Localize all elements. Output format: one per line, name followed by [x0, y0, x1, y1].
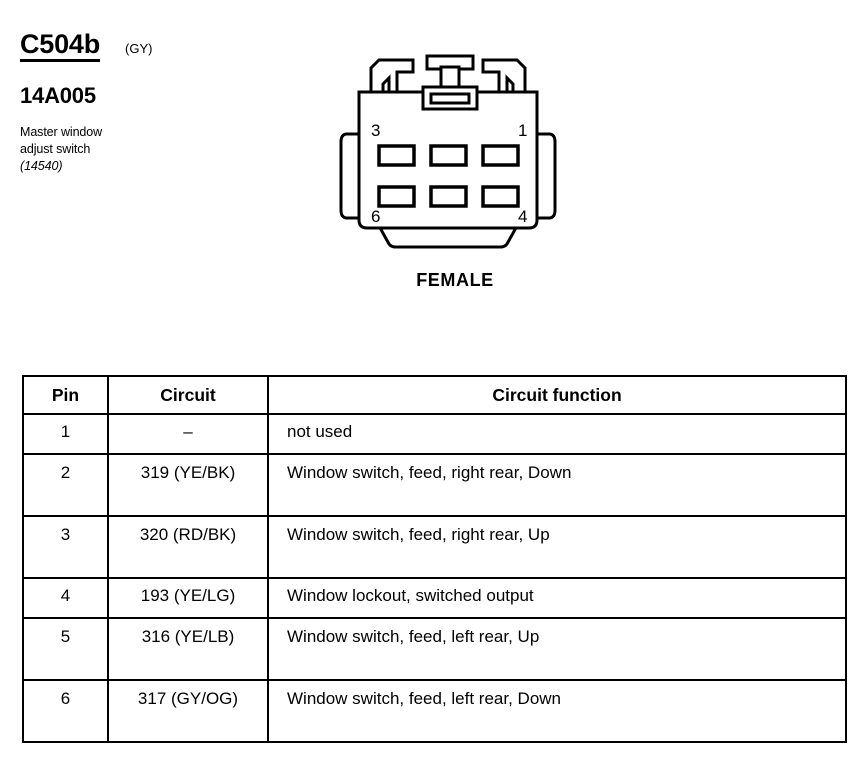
table-cell-pin: 2: [22, 453, 109, 517]
table-cell-circuit: 193 (YE/LG): [107, 577, 269, 619]
table-cell-function: not used: [267, 413, 847, 455]
table-cell-pin: 4: [22, 577, 109, 619]
pin-table-body: 1 – not used 2 319 (YE/BK) Window switch, fee…: [22, 413, 847, 743]
connector-diagram-svg: 3 1 6 4: [339, 54, 557, 249]
part-number: 14A005: [20, 83, 96, 109]
table-cell-circuit: –: [107, 413, 269, 455]
table-cell-circuit-text: 319 (YE/BK): [140, 463, 236, 482]
table-cell-function-text: Window switch, feed, right rear, Up: [287, 525, 550, 544]
table-row: 6 317 (GY/OG) Window switch, feed, left re…: [22, 679, 847, 743]
column-header-circuit: Circuit: [107, 375, 269, 415]
column-header-function: Circuit function: [267, 375, 847, 415]
table-row: 5 316 (YE/LB) Window switch, feed, left re…: [22, 617, 847, 681]
pin-assignment-table: Pin Circuit Circuit function 1 – not used 2…: [22, 375, 847, 743]
table-cell-pin: 5: [22, 617, 109, 681]
pin-label-top-left: 3: [371, 121, 380, 140]
table-cell-function: Window switch, feed, left rear, Up: [267, 617, 847, 681]
pin-table-container: Pin Circuit Circuit function 1 – not used 2…: [22, 375, 847, 743]
pin-label-top-right: 1: [518, 121, 527, 140]
connector-illustration: 3 1 6 4 FEMALE: [335, 48, 575, 293]
left-locking-hook: [369, 58, 415, 94]
table-cell-function: Window lockout, switched output: [267, 577, 847, 619]
table-cell-pin-text: 4: [60, 586, 71, 605]
table-cell-pin: 3: [22, 515, 109, 579]
component-description-line-1: Master window: [20, 125, 103, 140]
right-locking-hook: [481, 58, 527, 94]
table-row: 4 193 (YE/LG) Window lockout, switched out…: [22, 577, 847, 619]
table-row: 1 – not used: [22, 413, 847, 455]
pin-cavity-6: [377, 185, 416, 208]
table-cell-circuit-text: 316 (YE/LB): [141, 627, 235, 646]
component-description-line-3: (14540): [20, 159, 63, 174]
pin-cavity-3: [377, 144, 416, 167]
table-cell-pin: 1: [22, 413, 109, 455]
connector-header-block: C504b (GY) 14A005 Master window adjust s…: [20, 30, 320, 175]
table-cell-pin-text: 6: [60, 689, 71, 708]
table-cell-circuit: 316 (YE/LB): [107, 617, 269, 681]
table-cell-pin-text: 3: [60, 525, 71, 544]
table-cell-circuit-text: 320 (RD/BK): [139, 525, 237, 544]
pin-label-bottom-right: 4: [518, 207, 527, 226]
pin-cavity-1: [481, 144, 520, 167]
center-latch-slot: [429, 92, 471, 105]
left-retention-tab: [339, 132, 363, 220]
table-cell-circuit-text: 193 (YE/LG): [140, 586, 236, 605]
pin-cavity-5: [429, 185, 468, 208]
table-cell-function-text: Window switch, feed, left rear, Up: [287, 627, 540, 646]
component-description-line-2: adjust switch: [20, 142, 91, 157]
table-cell-function-text: not used: [287, 422, 353, 441]
connector-bottom-skirt: [376, 224, 520, 249]
table-cell-circuit: 320 (RD/BK): [107, 515, 269, 579]
table-row: 3 320 (RD/BK) Window switch, feed, right r…: [22, 515, 847, 579]
column-header-pin: Pin: [22, 375, 109, 415]
table-cell-pin-text: 1: [60, 422, 71, 441]
pin-cavity-4: [481, 185, 520, 208]
table-cell-function-text: Window switch, feed, left rear, Down: [287, 689, 562, 708]
table-cell-pin-text: 5: [60, 627, 71, 646]
connector-id: C504b: [20, 30, 100, 63]
table-cell-function-text: Window switch, feed, right rear, Down: [287, 463, 572, 482]
table-cell-circuit: 319 (YE/BK): [107, 453, 269, 517]
pin-cavity-2: [429, 144, 468, 167]
table-cell-function: Window switch, feed, right rear, Up: [267, 515, 847, 579]
connector-color-code: (GY): [125, 41, 153, 56]
table-cell-circuit-text: –: [183, 422, 193, 441]
table-cell-pin: 6: [22, 679, 109, 743]
pin-label-bottom-left: 6: [371, 207, 380, 226]
table-cell-circuit-text: 317 (GY/OG): [137, 689, 239, 708]
table-cell-pin-text: 2: [60, 463, 71, 482]
component-description: Master window adjust switch (14540): [20, 124, 320, 175]
connector-gender-label: FEMALE: [416, 270, 494, 290]
table-cell-function: Window switch, feed, left rear, Down: [267, 679, 847, 743]
table-cell-function: Window switch, feed, right rear, Down: [267, 453, 847, 517]
table-cell-circuit: 317 (GY/OG): [107, 679, 269, 743]
right-retention-tab: [533, 132, 557, 220]
table-row: 2 319 (YE/BK) Window switch, feed, right r…: [22, 453, 847, 517]
connector-id-row: C504b (GY): [20, 30, 320, 63]
table-cell-function-text: Window lockout, switched output: [287, 586, 534, 605]
table-header-row: Pin Circuit Circuit function: [22, 375, 847, 415]
